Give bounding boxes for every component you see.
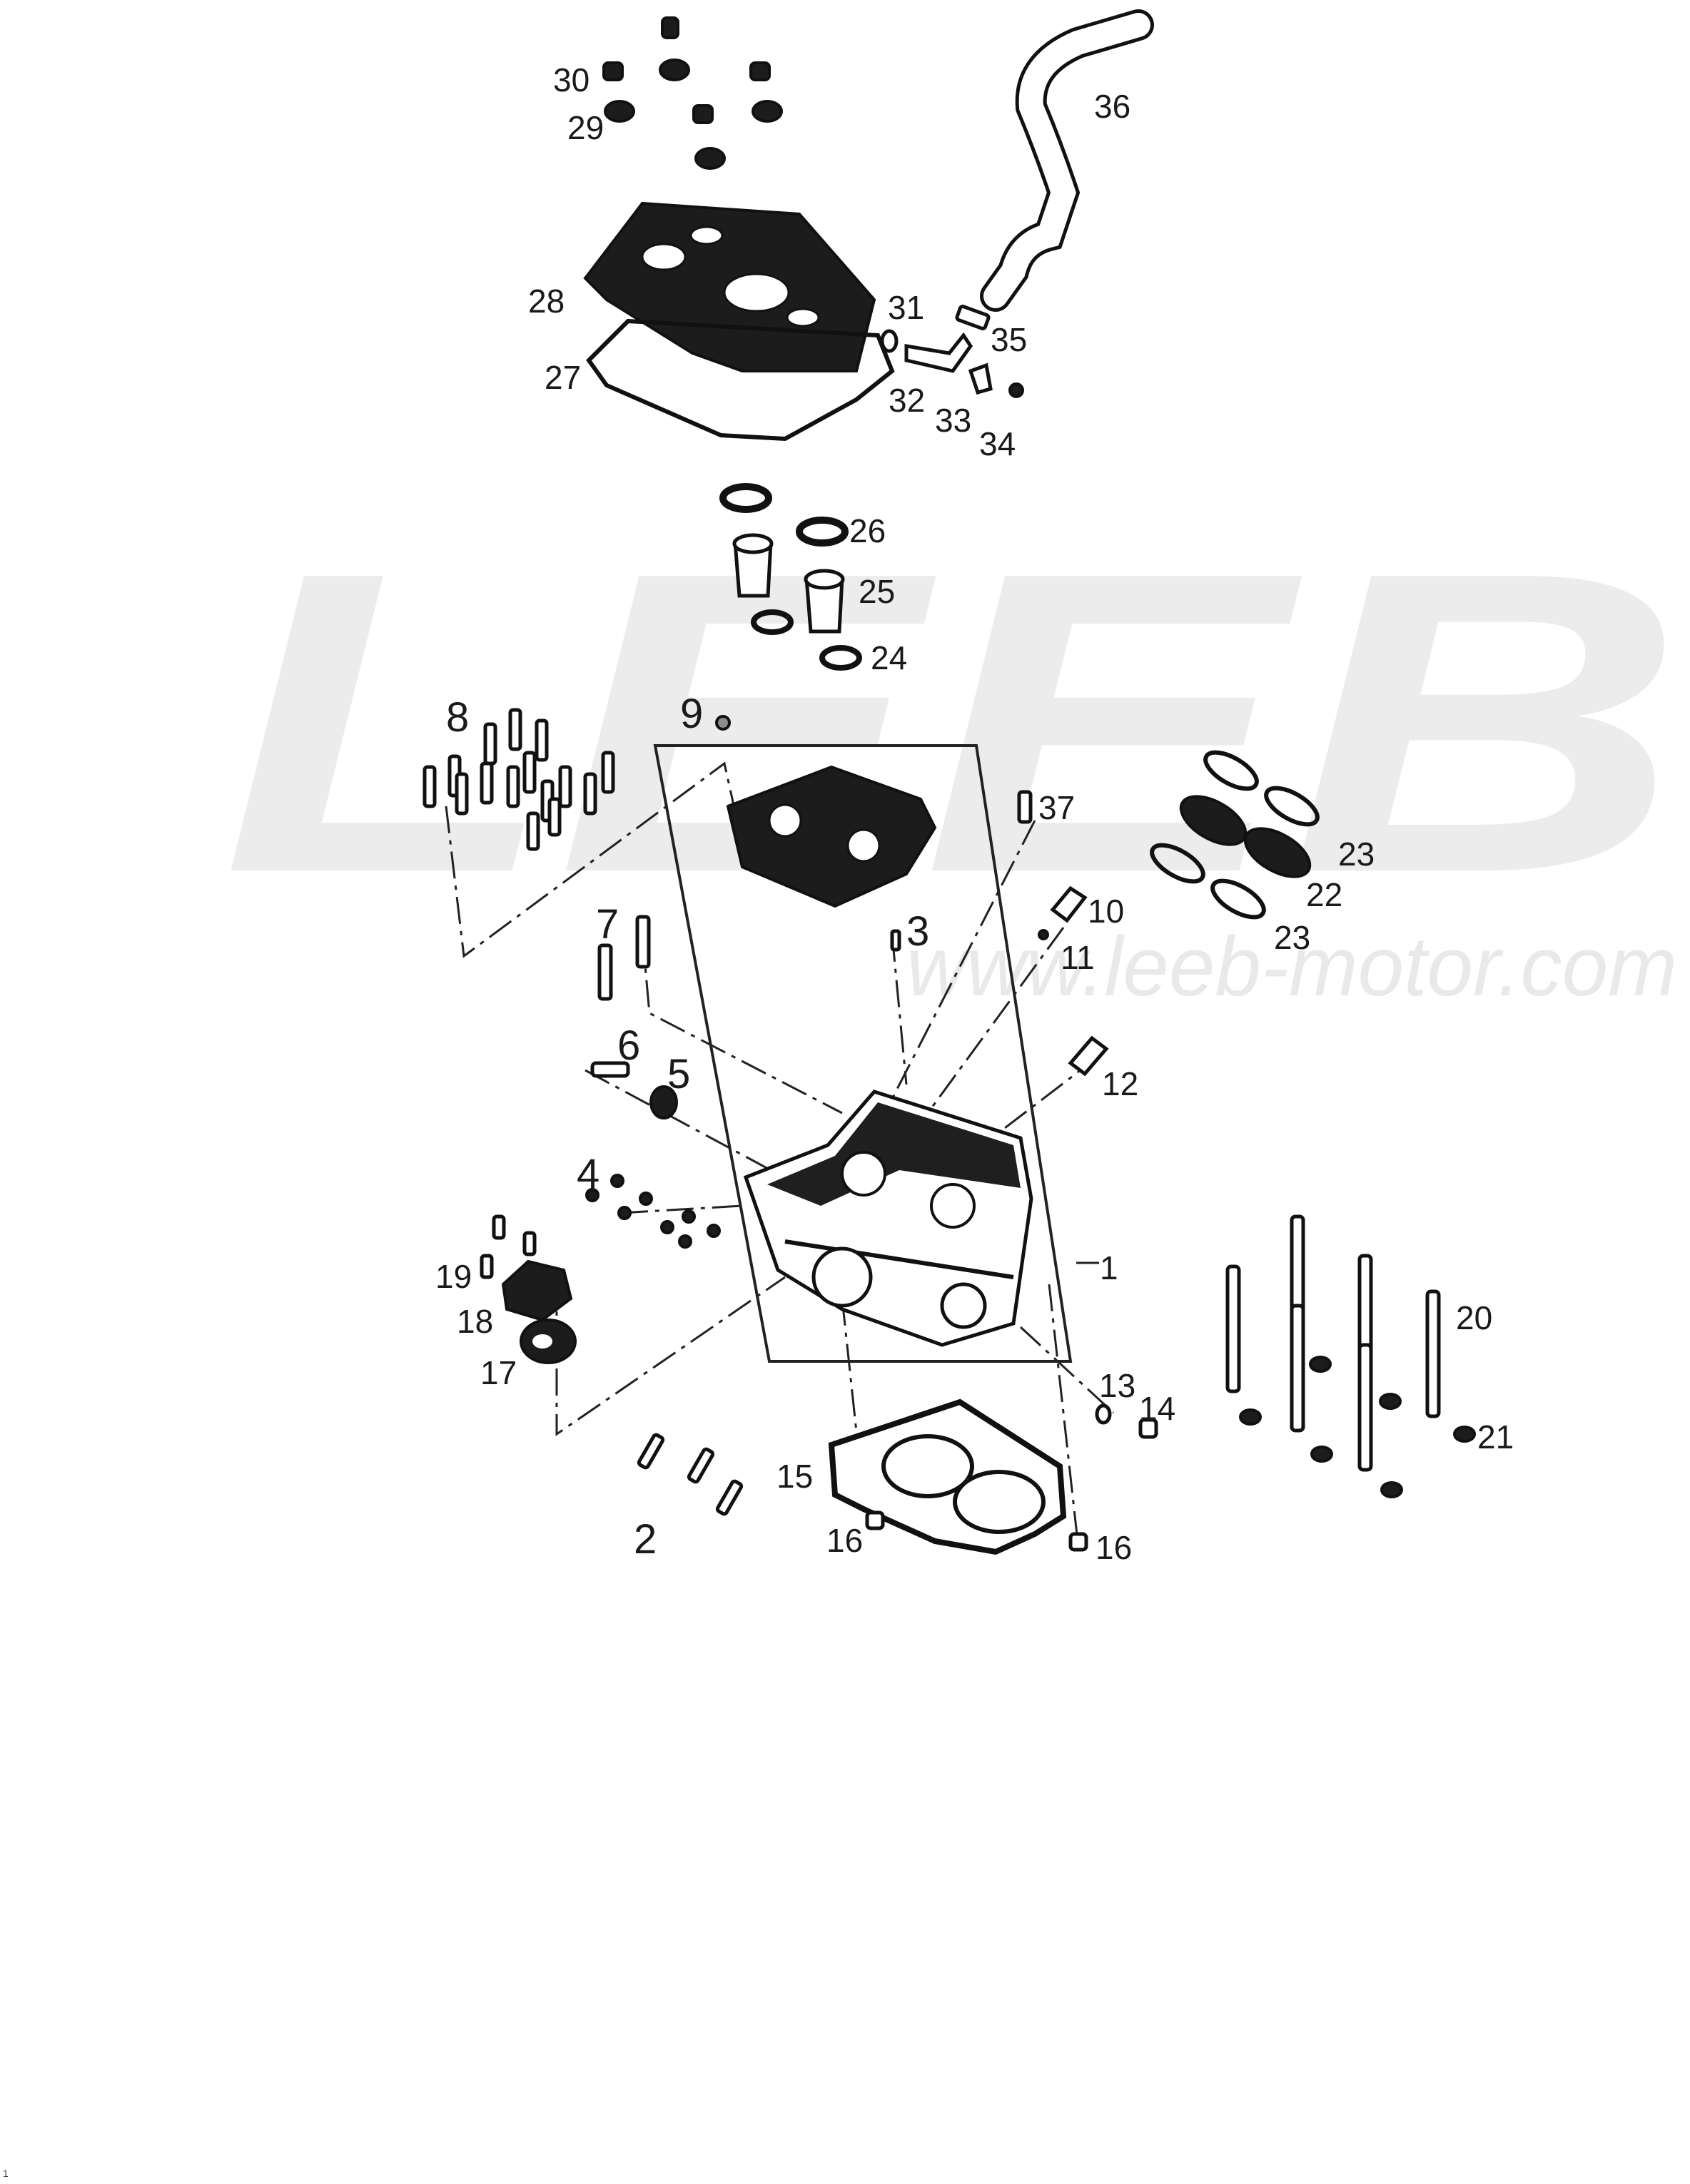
sensor-12 [1068,1035,1109,1077]
bolt-6 [590,1061,630,1078]
watermark-brand: LEEB [221,484,1684,962]
watermark: LEEB www.leeb-motor.com [221,484,1684,1014]
callout-33: 33 [935,402,971,439]
assembly-frame [653,744,1073,1363]
dowels-2 [637,1433,744,1516]
callout-6: 6 [617,1022,640,1069]
callout-13: 13 [1099,1367,1135,1404]
callout-19: 19 [435,1258,472,1295]
washer-13 [1095,1403,1112,1425]
callout-labels: 1 2 3 4 5 6 7 8 9 10 11 12 13 14 15 16 1… [435,61,1514,1566]
callout-2: 2 [634,1516,657,1563]
plug-9 [715,715,731,731]
callout-17: 17 [480,1354,517,1391]
washer-5 [649,1085,678,1119]
callout-34: 34 [979,425,1016,462]
head-gasket [828,1398,1088,1555]
callout-3: 3 [906,908,929,955]
head-bolts-8 [422,708,615,851]
callout-11: 11 [1061,939,1095,976]
breather-fittings [880,329,1024,398]
callout-32: 32 [889,382,925,419]
callout-28: 28 [528,283,565,320]
cylinder-head [743,1090,1033,1347]
stud-3 [890,929,901,952]
callout-36: 36 [1094,88,1130,125]
intake-boots [1150,750,1320,920]
callout-35: 35 [991,321,1027,358]
bolt-14 [1138,1418,1158,1439]
callout-25: 25 [859,573,895,610]
callout-37: 37 [1038,789,1075,826]
callout-10: 10 [1088,893,1124,930]
callout-8: 8 [446,694,469,741]
callout-12: 12 [1102,1065,1138,1102]
callout-9: 9 [680,691,703,737]
breather-hose [955,9,1154,330]
bolts-7 [597,915,651,1001]
valve-cover-gasket [586,318,895,442]
callout-24: 24 [871,639,907,676]
callout-21: 21 [1477,1418,1514,1456]
callout-7: 7 [596,901,619,948]
callout-18: 18 [457,1303,493,1340]
callout-4: 4 [577,1151,599,1197]
callout-16-left: 16 [826,1522,863,1559]
callout-26: 26 [849,512,886,549]
thermostat-group [480,1214,577,1364]
callout-5: 5 [667,1051,690,1097]
callout-27: 27 [545,359,581,396]
callout-20: 20 [1456,1299,1492,1336]
callout-14: 14 [1139,1390,1175,1427]
cam-carrier [726,765,937,908]
valve-cover [583,201,876,372]
callout-31: 31 [888,289,924,326]
callout-15: 15 [776,1458,813,1495]
callout-29: 29 [567,109,604,146]
callout-23-lower: 23 [1274,919,1310,956]
cover-bolts [602,16,783,170]
callout-16-right: 16 [1096,1529,1132,1566]
callout-23-upper: 23 [1338,835,1375,873]
seal-tubes [719,483,862,671]
nuts-4 [585,1174,721,1249]
callout-22: 22 [1306,876,1342,913]
page-number: 1 [3,2168,9,2179]
long-studs-20 [1225,1214,1476,1498]
sensors-upper [1017,790,1088,940]
callout-1: 1 [1100,1249,1118,1286]
callout-30: 30 [553,61,590,98]
